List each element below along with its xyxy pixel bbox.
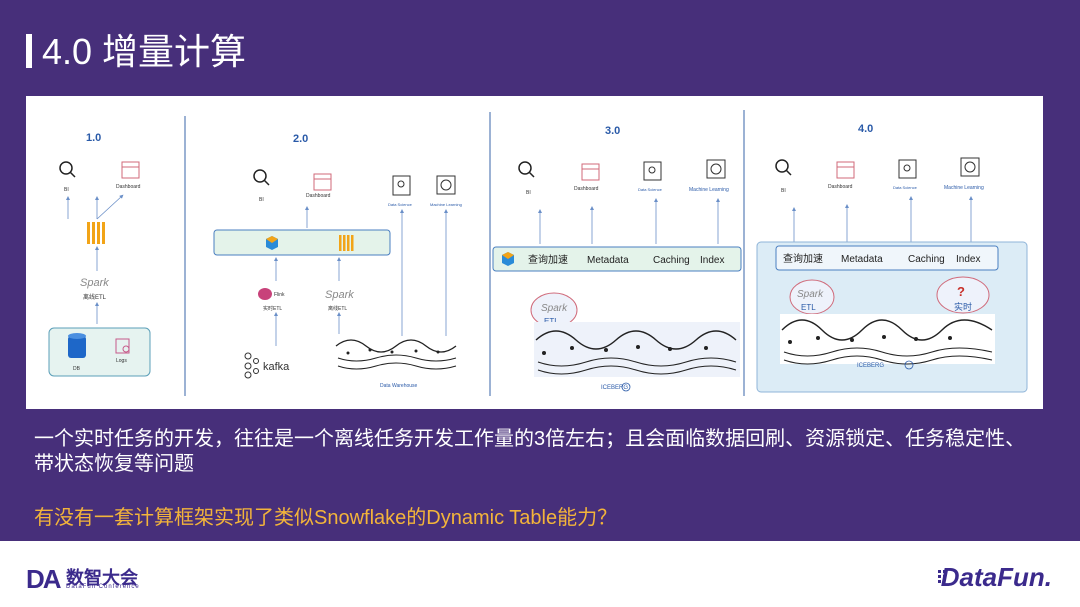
footer-bar [0, 541, 1080, 607]
panel-4: 4.0 BI Dashboard Data Science Machine Le… [756, 123, 1028, 393]
bi-icon [253, 169, 270, 186]
caching-label: Caching [908, 254, 945, 265]
version-label: 3.0 [605, 125, 620, 137]
machine-learning-label: Machine Learning [430, 202, 462, 207]
page-title: 4.0 增量计算 [42, 31, 247, 72]
panel-2: 2.0 BI Dashboard Data Science Machine Le… [213, 133, 462, 389]
flink-label: Flink [274, 292, 285, 298]
index-label: Index [956, 254, 980, 265]
iceberg-waves [535, 330, 737, 375]
dashboard-icon [836, 161, 855, 179]
iceberg-area [534, 322, 740, 377]
question-icon: ? [957, 284, 965, 299]
dashboard-icon [581, 163, 600, 181]
flink-etl-label: 实时ETL [263, 305, 282, 312]
datafun-logo: DataFun. [940, 562, 1052, 592]
datafun-dots-icon [938, 570, 952, 584]
iceberg-waves [781, 319, 993, 365]
version-label: 1.0 [86, 132, 101, 144]
db-label: DB [73, 366, 81, 372]
kafka-icon [244, 352, 259, 379]
query-accel-label: 查询加速 [783, 252, 823, 265]
dashboard-label: Dashboard [116, 184, 141, 190]
title-accent-bar [26, 34, 32, 68]
data-science-label: Data Science [893, 185, 918, 190]
machine-learning-icon [436, 175, 456, 195]
version-label: 4.0 [858, 123, 873, 135]
data-science-icon [392, 175, 411, 196]
spark-etl-label: 离线ETL [328, 305, 347, 312]
acceleration-layer-box [492, 246, 742, 272]
realtime-label: 实时 [954, 301, 972, 312]
bi-label: BI [64, 187, 69, 193]
version-label: 2.0 [293, 133, 308, 145]
warehouse-label: Data Warehouse [380, 383, 418, 389]
dashboard-label: Dashboard [828, 184, 853, 190]
datafun-conference-logo: DA [26, 564, 62, 594]
metadata-label: Metadata [841, 254, 883, 265]
spark-etl-label: 离线ETL [83, 293, 107, 301]
serving-layer-box [213, 229, 391, 256]
realtime-bubble [936, 276, 990, 314]
acceleration-layer-box [775, 245, 999, 271]
flink-icon [258, 288, 272, 300]
bi-label: BI [526, 190, 531, 196]
data-science-label: Data Science [638, 187, 663, 192]
streaming-icon [339, 235, 354, 251]
etl-label: ETL [544, 317, 559, 326]
dashboard-icon [313, 173, 332, 191]
streaming-icon [87, 222, 105, 244]
iceberg-icon [621, 382, 631, 392]
body-text: 一个实时任务的开发，往往是一个离线任务开发工作量的3倍左右；且会面临数据回刷、资… [34, 428, 1026, 475]
spark-logo: Spark [325, 289, 354, 301]
caching-label: Caching [653, 255, 690, 266]
bi-label: BI [259, 197, 264, 203]
machine-learning-label: Machine Learning [689, 187, 729, 193]
dashboard-label: Dashboard [574, 186, 599, 192]
data-science-icon [898, 159, 917, 179]
conference-subtitle: DataFun Conference [66, 584, 140, 590]
dashboard-icon [121, 161, 140, 179]
bi-icon [59, 161, 76, 178]
dashboard-label: Dashboard [306, 193, 331, 199]
iceberg-label: ICEBERG [857, 363, 884, 369]
warehouse-waves [335, 339, 457, 370]
starrocks-icon [502, 252, 514, 266]
architecture-diagram: 1.0 BI Dashboard Spark 离线ETL DB [26, 96, 1043, 409]
data-science-label: Data Science [388, 202, 413, 207]
spark-logo: Spark [797, 289, 824, 300]
iceberg-label: ICEBERG [601, 385, 628, 391]
kafka-label: kafka [263, 361, 290, 373]
query-accel-label: 查询加速 [528, 253, 568, 266]
index-label: Index [700, 255, 724, 266]
spark-logo: Spark [541, 303, 568, 314]
iceberg-icon [904, 360, 914, 370]
metadata-label: Metadata [587, 255, 629, 266]
logs-icon [115, 338, 130, 354]
logs-label: Logs [116, 358, 127, 364]
highlight-question: 有没有一套计算框架实现了类似Snowflake的Dynamic Table能力？ [34, 507, 618, 529]
data-science-icon [643, 161, 662, 181]
bi-icon [775, 159, 792, 176]
spark-logo: Spark [80, 277, 109, 289]
machine-learning-icon [706, 159, 726, 179]
source-box [48, 327, 151, 377]
panel-3: 3.0 BI Dashboard Data Science Machine Le… [492, 125, 742, 392]
machine-learning-label: Machine Learning [944, 185, 984, 191]
db-icon [68, 333, 86, 358]
machine-learning-icon [960, 157, 980, 177]
etl-label: ETL [801, 303, 816, 312]
conference-name: 数智大会 [66, 568, 138, 588]
starrocks-icon [266, 236, 278, 250]
panel-1: 1.0 BI Dashboard Spark 离线ETL DB [48, 132, 151, 377]
bi-label: BI [781, 188, 786, 194]
bi-icon [518, 161, 535, 178]
